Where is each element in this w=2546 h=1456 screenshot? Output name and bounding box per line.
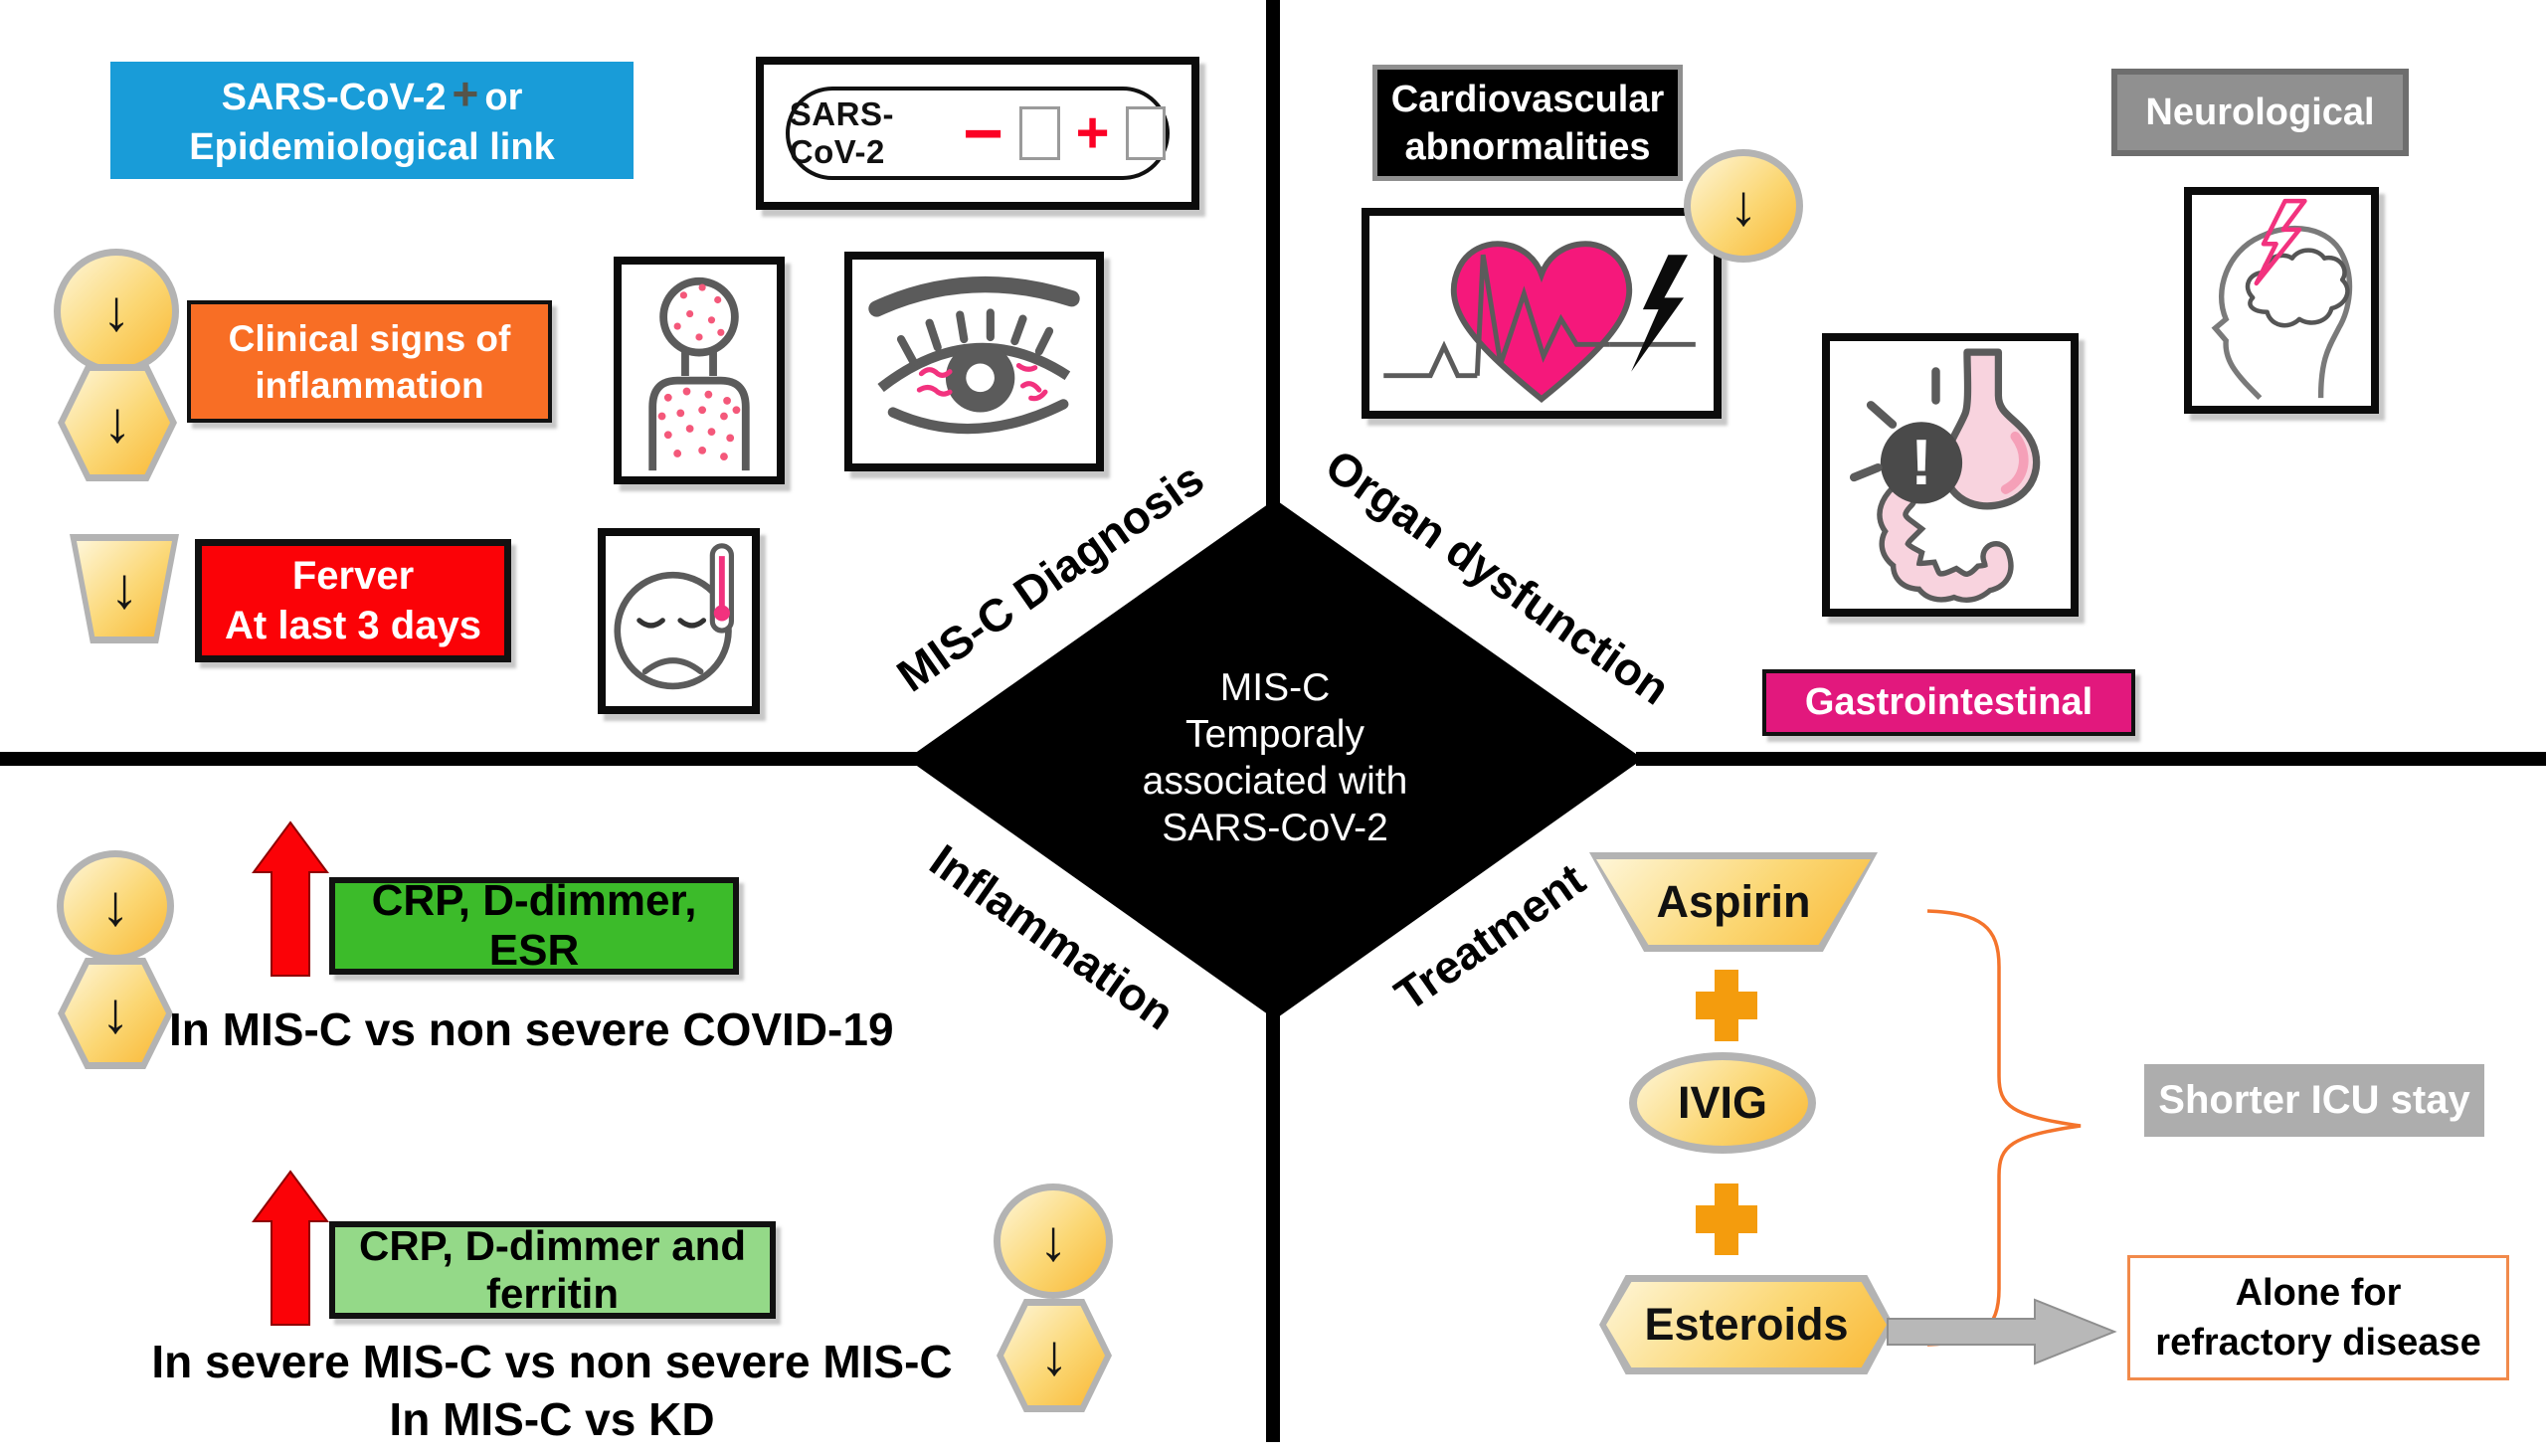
ivig-shape: IVIG: [1629, 1052, 1816, 1154]
epi-line2: Epidemiological link: [189, 126, 555, 168]
crp-ddimer-esr-box: CRP, D-dimmer, ESR: [329, 876, 739, 975]
clinical-line2: inflammation: [255, 364, 484, 406]
shorter-icu-box: Shorter ICU stay: [2144, 1064, 2484, 1137]
gastro-label: Gastrointestinal: [1804, 681, 2093, 723]
down-arrow-icon: ↓: [1038, 1208, 1068, 1273]
positive-result-square: [1125, 105, 1167, 160]
severe-misc-caption: In severe MIS-C vs non severe MIS-C In M…: [99, 1333, 1004, 1448]
down-arrow-icon: ↓: [102, 390, 132, 455]
plus-icon: +: [452, 68, 479, 119]
miscvscovid-caption: In MIS-C vs non severe COVID-19: [169, 1003, 894, 1055]
divider-horizontal-left: [0, 752, 925, 766]
down-indicator-hexagon: ↓: [58, 364, 177, 481]
epi-or: or: [484, 77, 523, 118]
stomach-gi-icon: !: [1822, 333, 2079, 617]
markers-label: CRP, D-dimmer and ferritin: [359, 1222, 746, 1317]
down-indicator-trapezoid: ↓: [70, 534, 179, 643]
cardio-line1: Cardiovascular: [1390, 78, 1665, 120]
fever-box: Ferver At last 3 days: [195, 539, 511, 662]
down-indicator-circle: ↓: [54, 249, 179, 374]
brain-head-icon: [2184, 187, 2379, 414]
clinical-signs-box: Clinical signs of inflammation: [187, 300, 552, 423]
markers-label: CRP, D-dimmer, ESR: [371, 876, 697, 975]
cardiovascular-box: Cardiovascular abnormalities: [1372, 65, 1683, 181]
cassette-label: SARS-CoV-2: [789, 94, 894, 170]
down-arrow-icon: ↓: [100, 981, 130, 1045]
neuro-label: Neurological: [2145, 91, 2375, 133]
exclamation-icon: !: [1910, 426, 1932, 498]
down-indicator-circle: ↓: [57, 850, 174, 962]
down-indicator-circle: ↓: [994, 1183, 1113, 1299]
down-arrow-icon: ↓: [101, 278, 131, 343]
caption-line1: In severe MIS-C vs non severe MIS-C: [151, 1336, 953, 1387]
plus-icon: [1696, 970, 1757, 1041]
sars-cov2-test-cassette-icon: SARS-CoV-2 − +: [756, 57, 1199, 210]
down-arrow-icon: ↓: [1728, 173, 1758, 238]
up-arrow-icon: [252, 1170, 329, 1326]
divider-vertical-bottom: [1266, 1012, 1280, 1442]
down-arrow-icon: ↓: [109, 556, 139, 621]
icu-label: Shorter ICU stay: [2158, 1078, 2470, 1122]
alone-refractory-box: Alone for refractory disease: [2127, 1255, 2509, 1380]
neurological-box: Neurological: [2111, 69, 2409, 156]
down-indicator-hexagon: ↓: [58, 958, 173, 1069]
fever-face-icon: [598, 528, 760, 714]
aspirin-shape: Aspirin: [1589, 852, 1878, 952]
down-arrow-icon: ↓: [100, 873, 130, 938]
heart-ecg-icon: [1362, 208, 1722, 419]
negative-result-square: [1019, 105, 1060, 160]
fever-line1: Ferver: [291, 554, 415, 598]
plus-icon: [1696, 1183, 1757, 1255]
divider-horizontal-right: [1636, 752, 2546, 766]
aspirin-label: Aspirin: [1656, 876, 1811, 927]
red-eye-icon: [844, 252, 1104, 471]
center-diamond: [907, 499, 1643, 1019]
gastrointestinal-box: Gastrointestinal: [1762, 669, 2135, 736]
fever-line2: At last 3 days: [225, 604, 481, 647]
down-arrow-icon: ↓: [1039, 1323, 1069, 1387]
divider-vertical-top: [1266, 0, 1280, 512]
center-diamond-title: MIS-C Temporaly associated with SARS-CoV…: [1142, 666, 1408, 849]
down-indicator-hexagon: ↓: [997, 1299, 1112, 1412]
esteroids-label: Esteroids: [1644, 1299, 1849, 1350]
esteroids-shape: Esteroids: [1599, 1275, 1894, 1374]
clinical-line1: Clinical signs of: [228, 317, 511, 359]
crp-ddimer-ferritin-box: CRP, D-dimmer and ferritin: [329, 1221, 776, 1319]
alone-line2: refractory disease: [2155, 1322, 2481, 1364]
caption-line2: In MIS-C vs KD: [389, 1393, 715, 1445]
down-indicator-circle: ↓: [1684, 149, 1803, 263]
ivig-label: IVIG: [1677, 1077, 1768, 1128]
rash-body-icon: [614, 257, 785, 484]
cardio-line2: abnormalities: [1404, 125, 1651, 168]
up-arrow-icon: [252, 820, 329, 977]
brace-icon: [1926, 909, 2082, 1347]
epidemiological-link-box: SARS-CoV-2+or Epidemiological link: [110, 62, 634, 179]
cassette-window: SARS-CoV-2 − +: [785, 87, 1171, 180]
epi-text: SARS-CoV-2: [221, 77, 447, 118]
right-arrow-icon: [1887, 1298, 2117, 1365]
alone-line1: Alone for: [2235, 1272, 2402, 1314]
